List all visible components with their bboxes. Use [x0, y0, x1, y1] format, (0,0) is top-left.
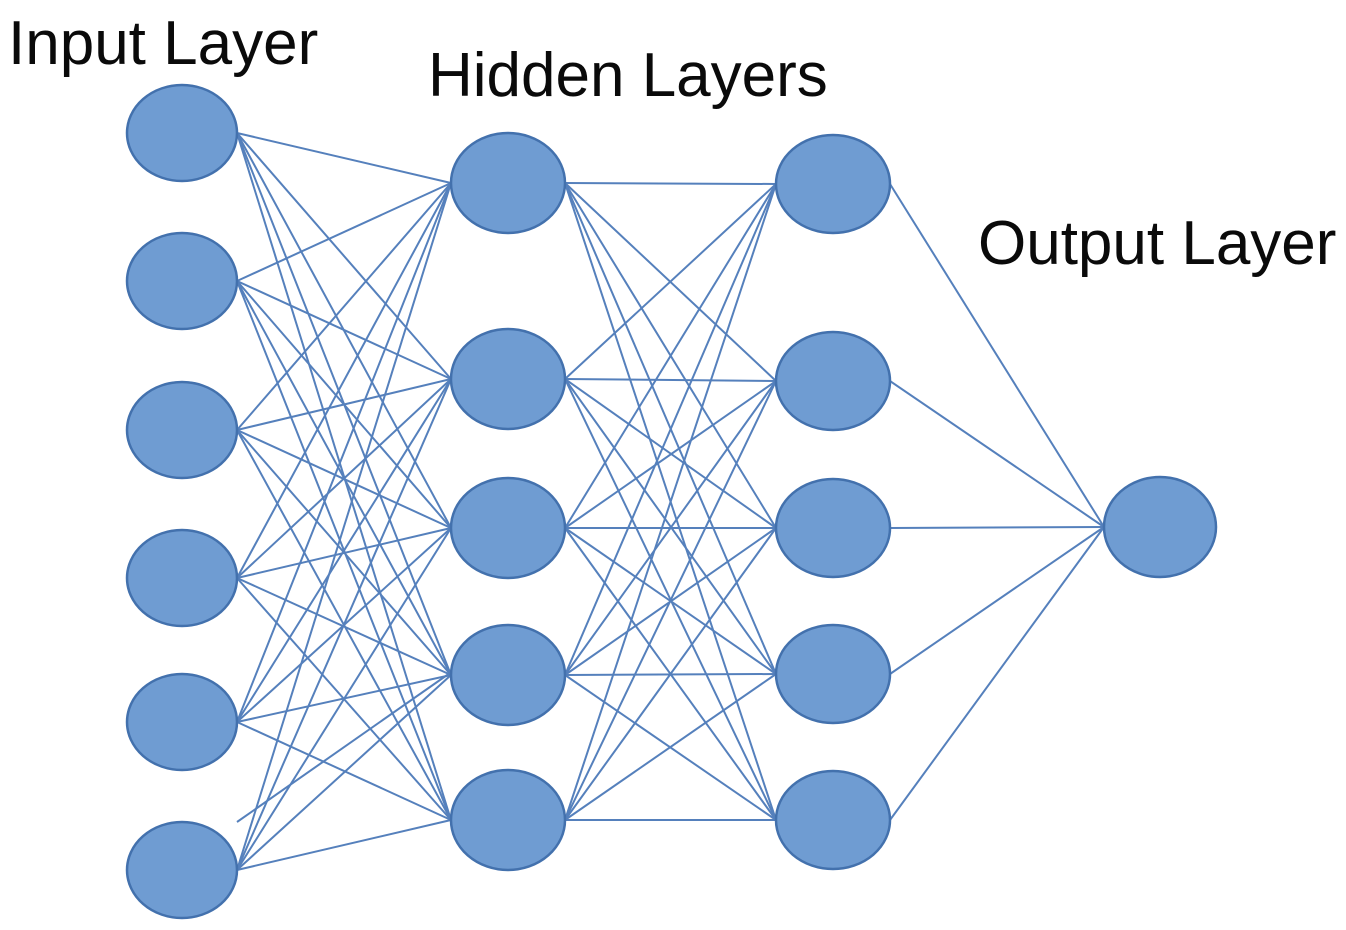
- edge-hidden2-1-output-1: [889, 183, 1105, 528]
- edge-hidden1-4-hidden2-2: [564, 380, 777, 676]
- edge-hidden2-3-output-1: [889, 526, 1105, 529]
- hidden2-node-1: [774, 133, 892, 235]
- edge-input-6-hidden1-1: [236, 182, 452, 871]
- edge-input-6-hidden1-2: [236, 378, 452, 871]
- edge-hidden1-2-hidden2-2: [564, 378, 777, 382]
- input-node-5: [125, 672, 239, 772]
- input-node-2: [125, 231, 239, 331]
- edge-input-3-hidden1-1: [236, 182, 452, 431]
- edge-hidden1-5-hidden2-4: [564, 673, 777, 821]
- edge-input-3-hidden1-2: [236, 378, 452, 431]
- input-layer-label: Input Layer: [8, 9, 319, 78]
- edge-hidden1-3-hidden2-2: [564, 380, 777, 529]
- edge-input-5-hidden1-2: [236, 378, 452, 723]
- input-node-6: [125, 820, 239, 920]
- edge-input-5-hidden1-1: [236, 182, 452, 723]
- edge-input-4-hidden1-1: [236, 182, 452, 579]
- edge-hidden2-2-output-1: [889, 380, 1105, 528]
- hidden2-node-4: [774, 623, 892, 725]
- input-node-3: [125, 380, 239, 480]
- hidden1-node-5: [449, 768, 567, 872]
- hidden2-node-2: [774, 330, 892, 432]
- edge-input-2-hidden1-1: [236, 182, 452, 282]
- edge-hidden1-4-hidden2-1: [564, 183, 777, 676]
- output-layer-label: Output Layer: [978, 209, 1337, 278]
- edge-input-5-hidden1-5: [236, 721, 452, 821]
- edge-hidden1-2-hidden2-1: [564, 183, 777, 380]
- edge-hidden1-1-hidden2-1: [564, 182, 777, 185]
- edge-input-4-hidden1-3: [236, 527, 452, 579]
- hidden2-node-5: [774, 769, 892, 871]
- edge-hidden1-5-hidden2-3: [564, 527, 777, 821]
- edge-hidden1-3-hidden2-1: [564, 183, 777, 529]
- edge-hidden2-5-output-1: [889, 526, 1105, 821]
- input-node-4: [125, 528, 239, 628]
- hidden1-node-3: [449, 476, 567, 580]
- edge-input-2-hidden1-2: [236, 280, 452, 380]
- hidden-layers-label: Hidden Layers: [428, 41, 828, 110]
- edge-hidden1-5-hidden2-2: [564, 380, 777, 821]
- edge-input-1-hidden1-2: [236, 132, 452, 380]
- edge-input-4-hidden1-2: [236, 378, 452, 579]
- output-node-1: [1102, 475, 1218, 579]
- edge-input-6-hidden1-5: [236, 819, 452, 871]
- extra-edge-1: [236, 672, 451, 823]
- edge-hidden1-5-hidden2-1: [564, 183, 777, 821]
- hidden1-node-1: [449, 131, 567, 235]
- edge-hidden2-4-output-1: [889, 526, 1105, 675]
- edge-input-6-hidden1-4: [236, 674, 452, 871]
- edge-input-1-hidden1-1: [236, 132, 452, 184]
- input-node-1: [125, 83, 239, 183]
- hidden1-node-4: [449, 623, 567, 727]
- hidden2-node-3: [774, 477, 892, 579]
- hidden1-node-2: [449, 327, 567, 431]
- edge-input-6-hidden1-3: [236, 527, 452, 871]
